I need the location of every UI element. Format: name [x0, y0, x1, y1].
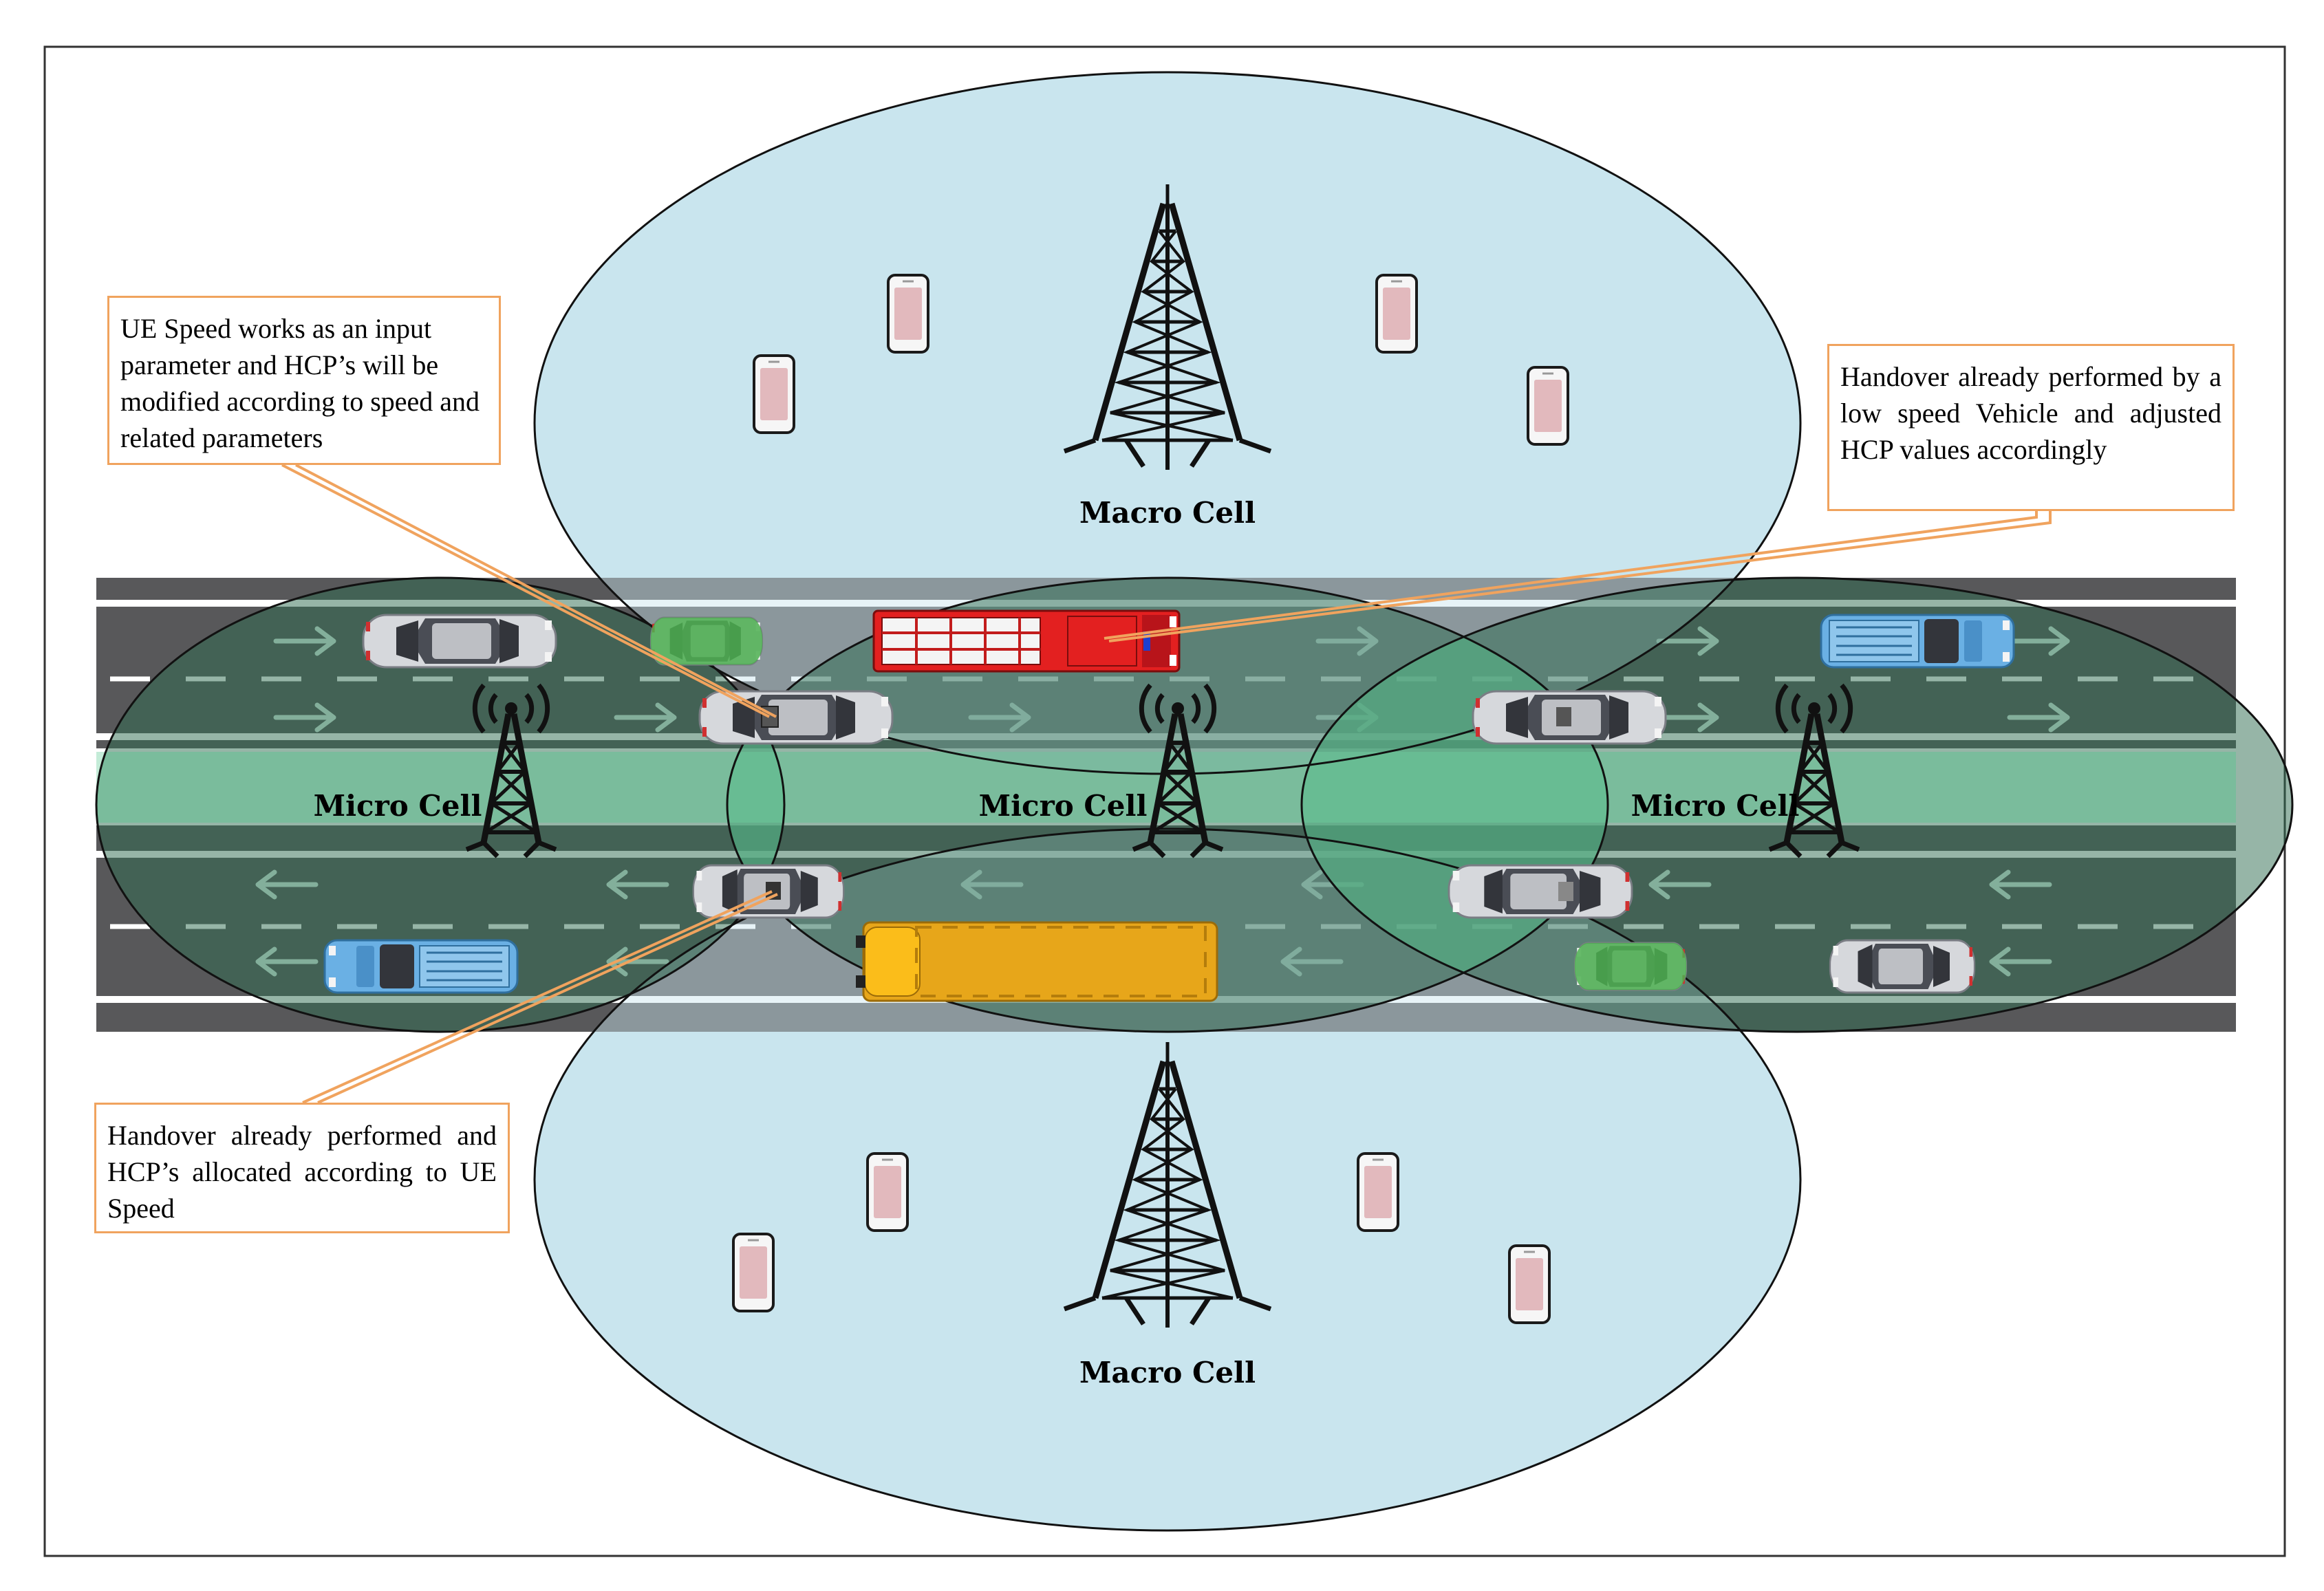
car-icon: [1448, 864, 1633, 919]
micro-cell-label: Micro Cell: [979, 789, 1148, 823]
car-icon: [698, 690, 894, 745]
smartphone-icon: [1527, 366, 1569, 446]
pickup-truck-icon: [1820, 614, 2015, 669]
macro-cell-label: Macro Cell: [1079, 496, 1256, 530]
micro-cell-label: Micro Cell: [1631, 789, 1800, 823]
smartphone-icon: [732, 1233, 775, 1312]
smartphone-icon: [753, 354, 795, 434]
smartphone-icon: [1375, 274, 1418, 354]
smartphone-icon: [1508, 1244, 1551, 1324]
car-icon: [649, 616, 764, 666]
car-roof-marker: [1556, 707, 1571, 726]
callout-low-speed-handover: Handover already performed by a low spee…: [1827, 344, 2235, 511]
car-icon: [1829, 939, 1976, 994]
smartphone-icon: [887, 274, 929, 354]
fire-truck-icon: [872, 609, 1181, 673]
car-roof-marker: [1558, 882, 1573, 901]
callout-hcp-allocated: Handover already performed and HCP’s all…: [94, 1103, 510, 1233]
car-icon: [362, 614, 557, 669]
smartphone-icon: [866, 1152, 909, 1232]
micro-cell-label: Micro Cell: [314, 789, 482, 823]
car-icon: [1573, 942, 1688, 991]
smartphone-icon: [1357, 1152, 1399, 1232]
pickup-truck-icon: [323, 939, 519, 994]
callout-leaders: [281, 464, 2052, 1104]
macro-cell-label: Macro Cell: [1079, 1356, 1256, 1389]
callout-ue-speed: UE Speed works as an input parameter and…: [107, 296, 501, 465]
school-bus-icon: [856, 921, 1218, 1002]
cell-outlines: [95, 71, 2294, 1532]
micro-cell-left: [96, 578, 784, 1032]
